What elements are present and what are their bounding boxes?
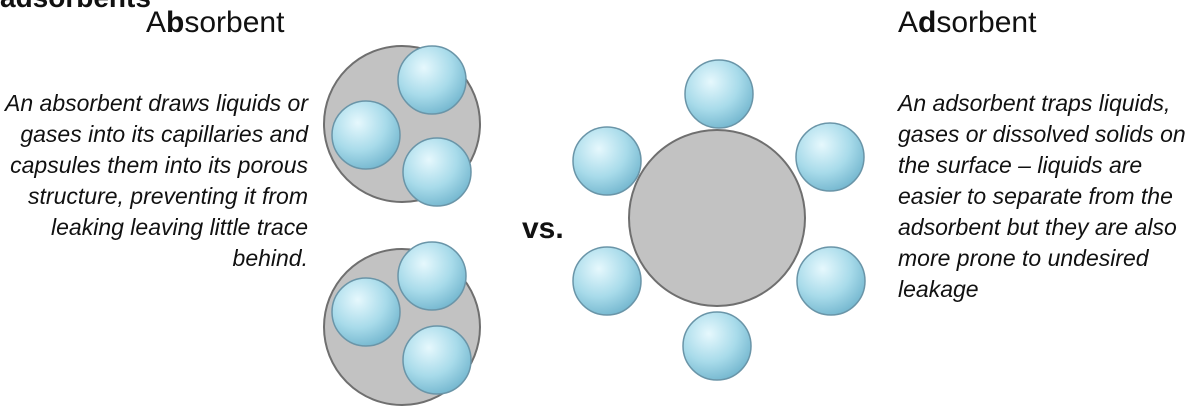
adsorbent-core [628, 129, 806, 307]
adsorbent-heading-emphasis: d [918, 6, 937, 39]
adsorbent-particle [796, 246, 866, 316]
absorbent-particle [331, 277, 401, 347]
adsorbent-particle [684, 59, 754, 129]
absorbent-particle [397, 45, 467, 115]
adsorbent-particle [795, 122, 865, 192]
absorbent-particle [397, 241, 467, 311]
absorbent-heading-prefix: A [146, 6, 167, 39]
adsorbent-particle [682, 311, 752, 381]
vs-label: vs. [522, 212, 564, 245]
absorbent-particle [402, 325, 472, 395]
adsorbent-heading: Adsorbent [898, 6, 1036, 40]
adsorbent-particle [572, 126, 642, 196]
adsorbent-heading-suffix: sorbent [936, 6, 1037, 39]
absorbent-particle [402, 137, 472, 207]
absorbent-particle [331, 100, 401, 170]
absorbent-heading-emphasis: b [166, 6, 185, 39]
absorbent-heading: Absorbent [146, 6, 284, 40]
absorbent-description: An absorbent draws liquids or gases into… [5, 90, 308, 271]
adsorbent-heading-prefix: A [898, 6, 919, 39]
page-title-fragment: adsorbents [0, 0, 151, 14]
adsorbent-particle [572, 246, 642, 316]
adsorbent-description: An adsorbent traps liquids, gases or dis… [898, 90, 1186, 302]
absorbent-heading-suffix: sorbent [184, 6, 285, 39]
